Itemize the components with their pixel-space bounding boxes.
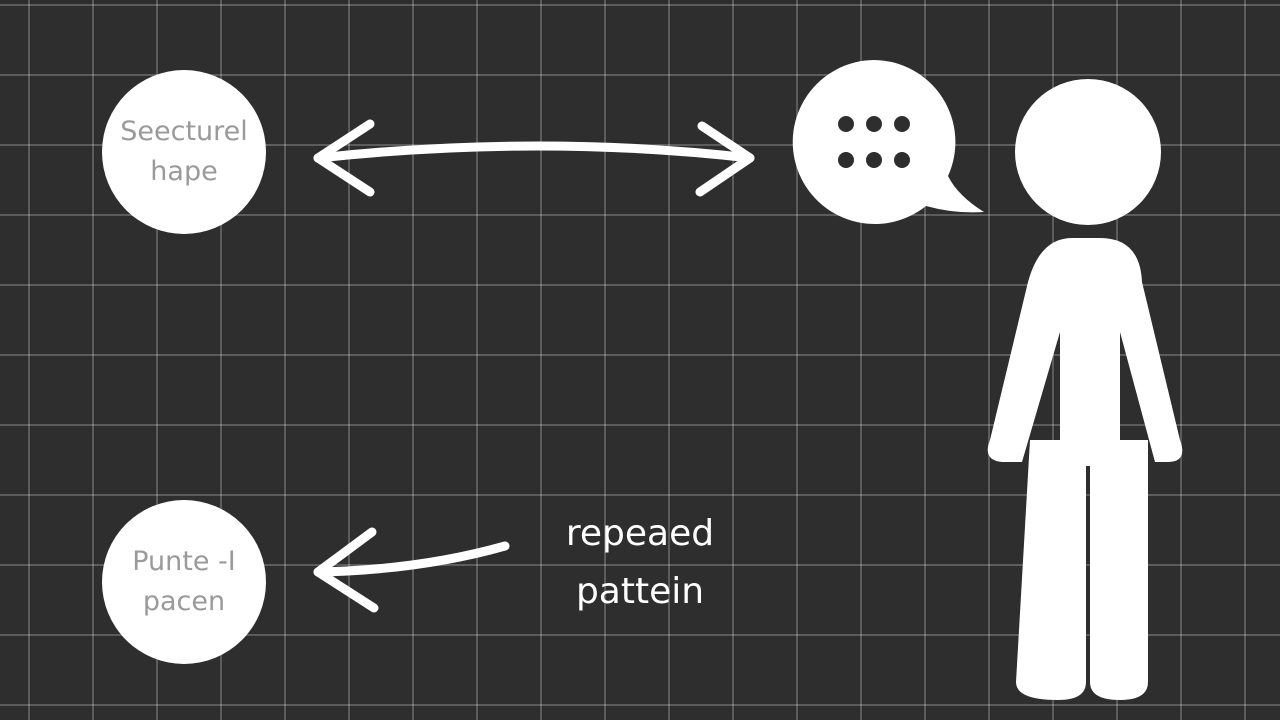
double-arrow-shaft [313, 141, 755, 163]
person-head [1015, 79, 1161, 225]
double-arrow-right-head [695, 121, 755, 197]
person-torso [987, 238, 1183, 466]
top-node-label-line1: Seecturel [120, 116, 248, 147]
person-right-leg [1090, 440, 1148, 700]
person-left-leg [1016, 440, 1086, 700]
person-icon [987, 79, 1183, 700]
pattern-caption-line1: repeaed [565, 513, 715, 554]
speech-bubble-shape [792, 60, 984, 224]
pattern-caption: repeaed pattein [520, 505, 760, 621]
speech-bubble-icon [792, 60, 984, 224]
top-node: Seecturel hape [102, 70, 266, 234]
left-arrow-shaft [313, 541, 510, 577]
left-arrow-head [313, 527, 379, 613]
bottom-node: Punte -I pacen [102, 500, 266, 664]
double-arrow-left-head [313, 119, 375, 197]
bottom-node-label-line2: pacen [142, 586, 226, 617]
speech-bubble-dots [838, 116, 910, 168]
left-arrow [313, 527, 510, 613]
bottom-node-label-line1: Punte -I [132, 546, 236, 577]
top-node-label-line2: hape [150, 156, 218, 187]
pattern-caption-line2: pattein [575, 571, 705, 612]
double-arrow [313, 119, 755, 197]
